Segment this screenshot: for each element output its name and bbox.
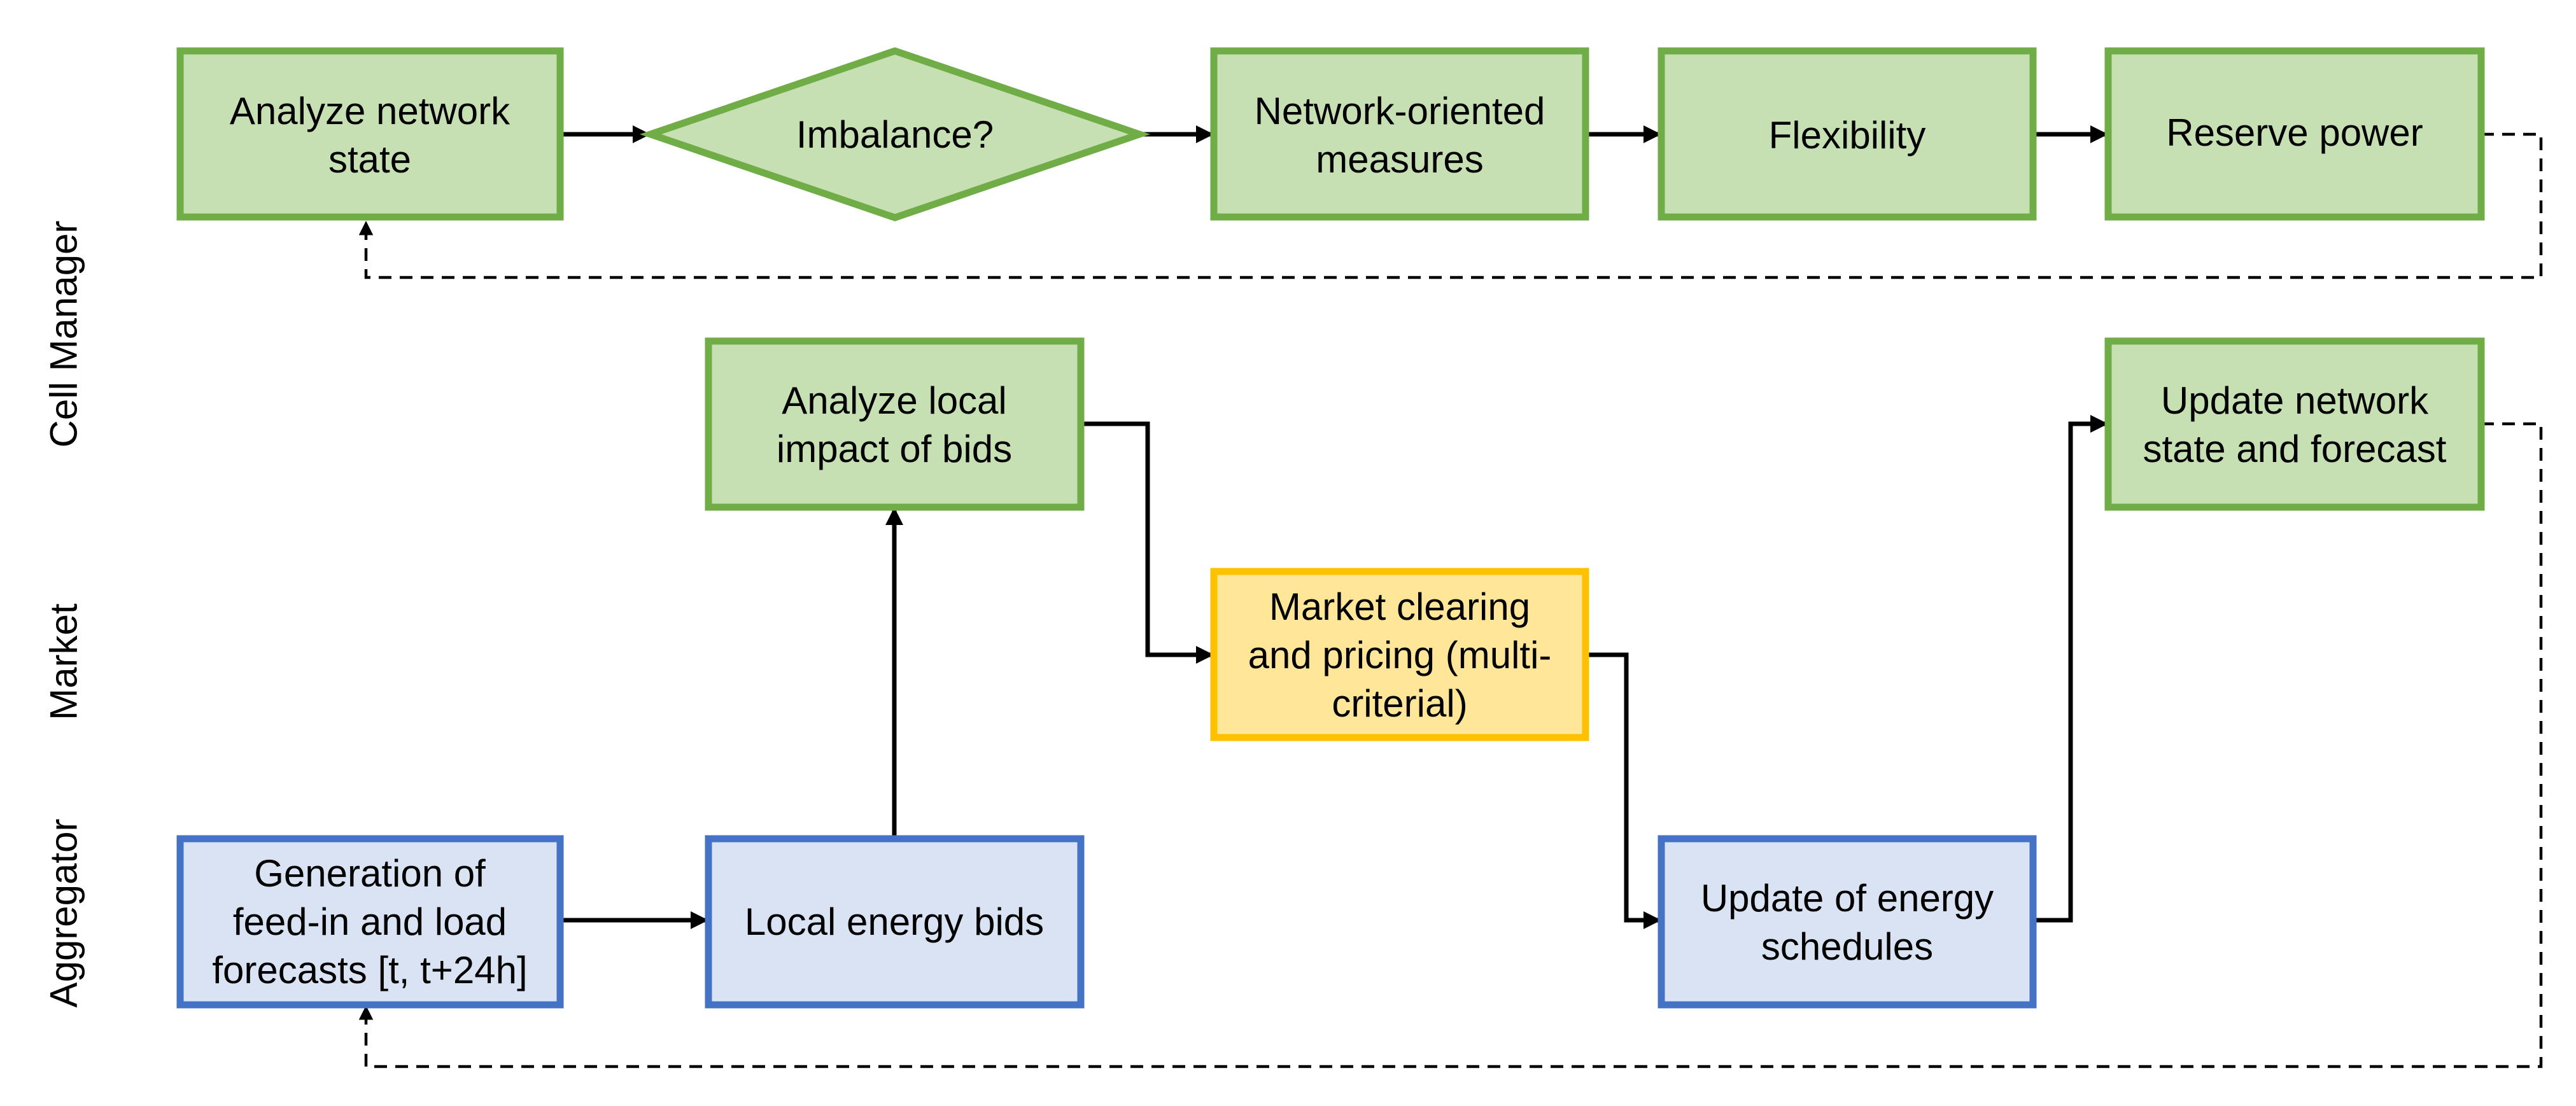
node-generation-of-forecasts: Generation of feed-in and load forecasts… bbox=[176, 835, 564, 1009]
node-reserve-power-line-1: Reserve power bbox=[2166, 111, 2423, 154]
lane-label-cell-manager: Cell Manager bbox=[43, 221, 85, 448]
node-local-energy-bids: Local energy bids bbox=[705, 835, 1085, 1009]
node-generation-of-forecasts-line-3: forecasts [t, t+24h] bbox=[212, 949, 527, 991]
node-market-clearing-and-pricing: Market clearing and pricing (multi- crit… bbox=[1210, 568, 1589, 741]
node-analyze-local-impact-line-1: Analyze local bbox=[782, 379, 1007, 422]
arrow-impact-to-market-clearing bbox=[1081, 421, 1214, 664]
node-flexibility: Flexibility bbox=[1658, 47, 2037, 221]
node-update-of-energy-schedules: Update of energy schedules bbox=[1658, 835, 2037, 1009]
node-analyze-network-state: Analyze network state bbox=[176, 47, 564, 221]
node-generation-of-forecasts-line-1: Generation of bbox=[254, 852, 486, 895]
node-market-clearing-line-3: criterial) bbox=[1332, 682, 1467, 725]
node-update-network-state-and-forecast: Update network state and forecast bbox=[2104, 337, 2485, 511]
feedback-arrow-update-network-to-generation bbox=[358, 422, 2543, 1068]
node-update-of-energy-schedules-line-2: schedules bbox=[1761, 925, 1933, 968]
node-flexibility-line-1: Flexibility bbox=[1769, 114, 1926, 157]
node-market-clearing-line-1: Market clearing bbox=[1269, 585, 1530, 628]
lane-label-market: Market bbox=[43, 603, 85, 720]
node-update-of-energy-schedules-line-1: Update of energy bbox=[1701, 877, 1994, 920]
node-analyze-local-impact-line-2: impact of bids bbox=[777, 428, 1012, 470]
node-local-energy-bids-line-1: Local energy bids bbox=[745, 900, 1044, 943]
node-update-network-state-line-1: Update network bbox=[2161, 379, 2429, 422]
node-analyze-local-impact-of-bids: Analyze local impact of bids bbox=[705, 337, 1085, 511]
node-analyze-network-state-line-1: Analyze network bbox=[230, 90, 510, 132]
node-update-network-state-line-2: state and forecast bbox=[2143, 428, 2447, 470]
node-network-oriented-measures-line-1: Network-oriented bbox=[1255, 90, 1545, 132]
lane-label-aggregator: Aggregator bbox=[43, 819, 85, 1008]
feedback-arrow-reserve-to-analyze bbox=[358, 132, 2543, 279]
node-network-oriented-measures: Network-oriented measures bbox=[1210, 47, 1589, 221]
node-imbalance-decision: Imbalance? bbox=[639, 47, 1151, 221]
node-analyze-network-state-line-2: state bbox=[328, 138, 411, 181]
arrow-market-clearing-to-schedules bbox=[1586, 652, 1661, 929]
node-network-oriented-measures-line-2: measures bbox=[1316, 138, 1483, 181]
node-reserve-power: Reserve power bbox=[2104, 47, 2485, 221]
node-market-clearing-line-2: and pricing (multi- bbox=[1248, 634, 1552, 676]
arrow-schedules-to-update-network bbox=[2033, 415, 2108, 923]
node-generation-of-forecasts-line-2: feed-in and load bbox=[233, 900, 507, 943]
node-imbalance-decision-line-1: Imbalance? bbox=[796, 113, 994, 156]
